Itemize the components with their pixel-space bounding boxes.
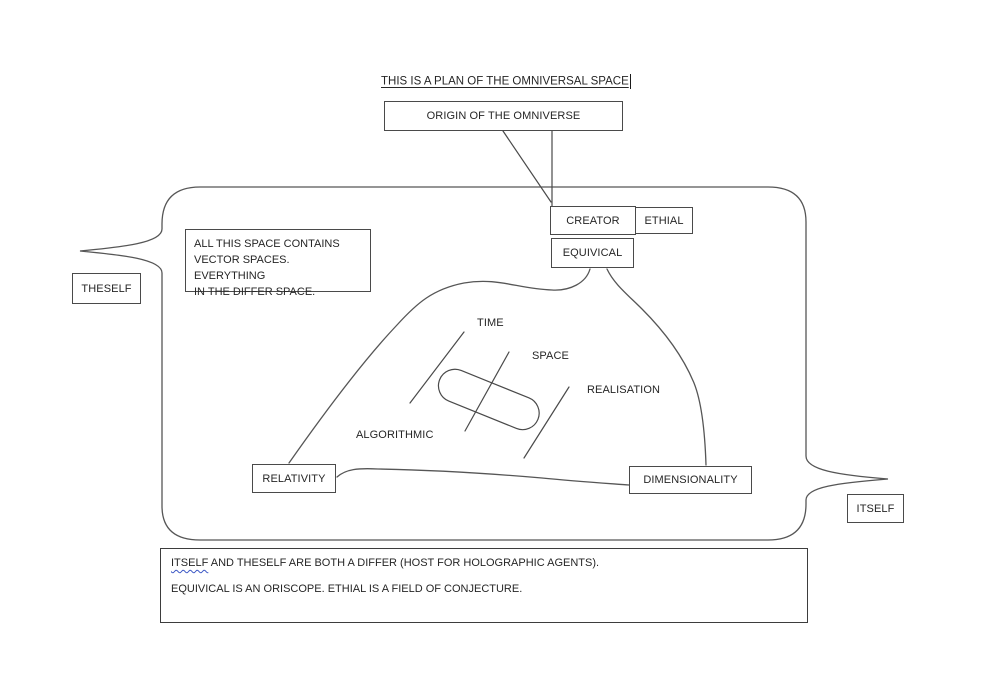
equivical-label: EQUIVICAL: [562, 247, 623, 259]
bottom-note-line-2: EQUIVICAL IS AN ORISCOPE. ETHIAL IS A FI…: [171, 583, 523, 595]
doc-title-text: THIS IS A PLAN OF THE OMNIVERSAL SPACE: [381, 75, 629, 88]
label-space: SPACE: [532, 350, 569, 362]
curve-equivical-to-dimensionality[interactable]: [607, 269, 706, 465]
dimensionality-box[interactable]: DIMENSIONALITY: [629, 466, 752, 494]
ethial-label: ETHIAL: [644, 214, 684, 227]
text-cursor: [629, 74, 632, 89]
bottom-note-box[interactable]: ITSELF AND THESELF ARE BOTH A DIFFER (HO…: [160, 548, 808, 623]
dimensionality-label: DIMENSIONALITY: [643, 474, 738, 486]
doc-title[interactable]: THIS IS A PLAN OF THE OMNIVERSAL SPACE: [381, 74, 632, 89]
section-line-realisation[interactable]: [524, 387, 569, 458]
creator-label: CREATOR: [566, 214, 620, 227]
equivical-box[interactable]: EQUIVICAL: [551, 238, 634, 268]
bottom-note-itself-word: ITSELF: [171, 557, 209, 569]
origin-to-creator-diagonal-line[interactable]: [503, 131, 551, 202]
info-line-1: ALL THIS SPACE CONTAINS: [194, 238, 340, 250]
itself-box[interactable]: ITSELF: [847, 494, 904, 523]
curve-equivical-to-relativity[interactable]: [289, 269, 590, 463]
info-line-2: VECTOR SPACES. EVERYTHING: [194, 254, 290, 282]
info-line-3: IN THE DIFFER SPACE.: [194, 286, 316, 298]
creator-box[interactable]: CREATOR: [550, 206, 636, 235]
omniverse-container-outline[interactable]: [80, 187, 888, 540]
origin-box[interactable]: ORIGIN OF THE OMNIVERSE: [384, 101, 623, 131]
info-box[interactable]: ALL THIS SPACE CONTAINS VECTOR SPACES. E…: [185, 229, 371, 298]
origin-label: ORIGIN OF THE OMNIVERSE: [426, 110, 581, 122]
section-line-time[interactable]: [410, 332, 464, 403]
label-time: TIME: [477, 317, 504, 329]
theself-label: THESELF: [81, 282, 132, 295]
capsule-shape[interactable]: [433, 364, 544, 434]
bottom-note-line-1: ITSELF AND THESELF ARE BOTH A DIFFER (HO…: [171, 556, 797, 570]
section-line-space[interactable]: [465, 352, 509, 431]
relativity-label: RELATIVITY: [262, 472, 326, 485]
label-algorithmic: ALGORITHMIC: [356, 429, 434, 441]
label-realisation: REALISATION: [587, 384, 661, 396]
theself-box[interactable]: THESELF: [72, 273, 141, 304]
ethial-box[interactable]: ETHIAL: [635, 207, 693, 234]
itself-label: ITSELF: [856, 502, 895, 515]
bottom-note-line-1-rest: AND THESELF ARE BOTH A DIFFER (HOST FOR …: [210, 557, 600, 569]
curve-relativity-to-dimensionality[interactable]: [337, 469, 629, 485]
relativity-box[interactable]: RELATIVITY: [252, 464, 336, 493]
